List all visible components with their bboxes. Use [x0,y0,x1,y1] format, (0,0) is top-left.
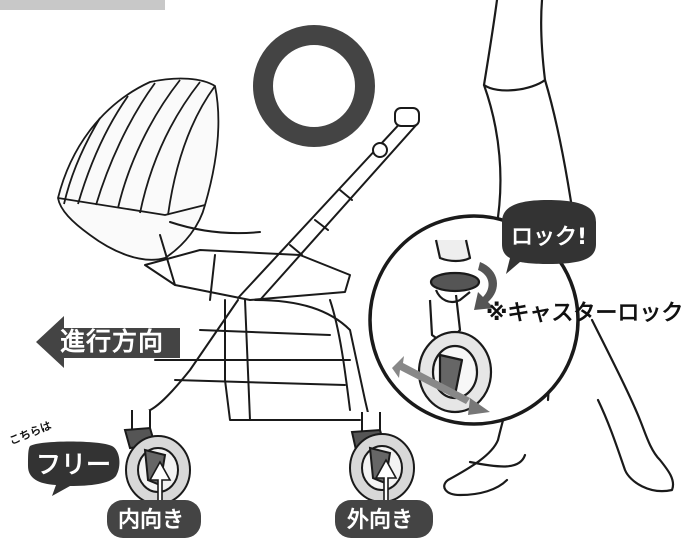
stroller-frame [144,107,420,431]
caster-lock-note: ※キャスターロック [486,301,684,326]
left-arrow-icon [36,316,180,368]
outward-badge [335,500,433,538]
direction-label: 進行方向 [60,327,165,356]
circle-ok-icon [253,25,375,147]
caster-zoom-circle [368,214,580,426]
outward-label: 外向き [347,508,414,533]
inward-label: 内向き [118,508,185,533]
corner-strip [0,0,165,10]
motion-arrow-icon [392,356,470,404]
lock-label: ロック! [511,225,588,250]
stroller-canopy [57,77,220,261]
rotation-arrow-icon [474,262,498,310]
inward-badge [107,500,201,538]
free-label: フリー [36,450,112,479]
free-bubble-icon [28,441,120,496]
front-wheel-outward [349,412,415,503]
speech-bubble-icon [502,200,596,274]
